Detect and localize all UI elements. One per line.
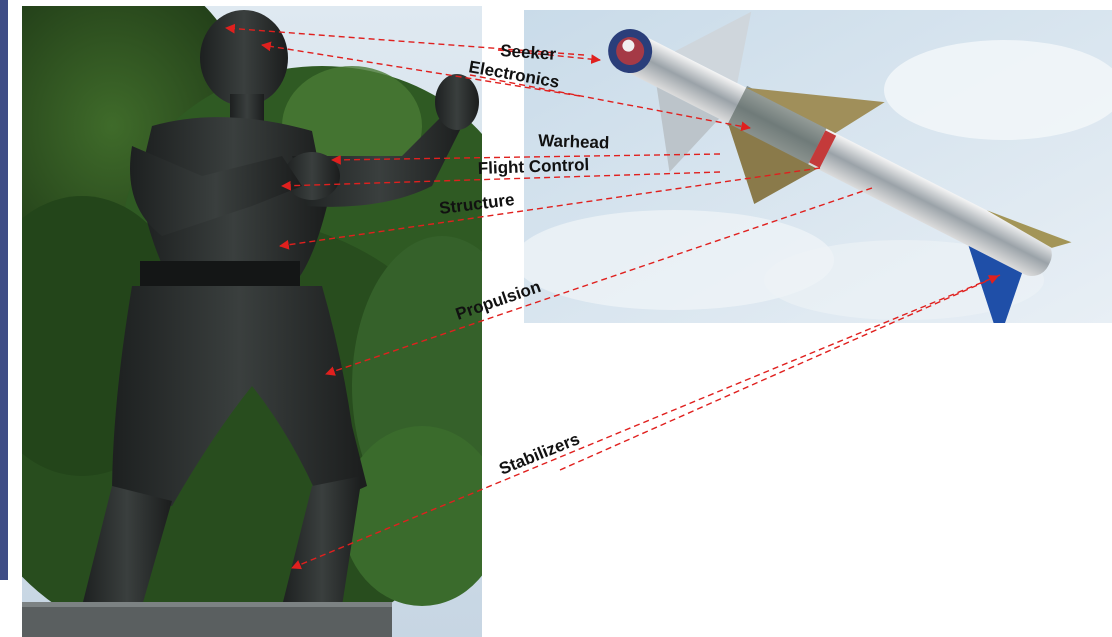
- label-stabilizers: Stabilizers: [496, 429, 582, 478]
- label-propulsion: Propulsion: [453, 277, 543, 324]
- stabilizers-arrow-missile: [560, 276, 998, 470]
- label-flight-control: Flight Control: [477, 155, 589, 178]
- label-seeker: Seeker: [500, 41, 557, 64]
- structure-arrow-statue: [280, 168, 820, 246]
- label-structure: Structure: [438, 190, 515, 218]
- stabilizers-arrow-statue: [292, 275, 1000, 568]
- propulsion-arrow-statue: [326, 188, 872, 374]
- label-warhead: Warhead: [538, 131, 610, 152]
